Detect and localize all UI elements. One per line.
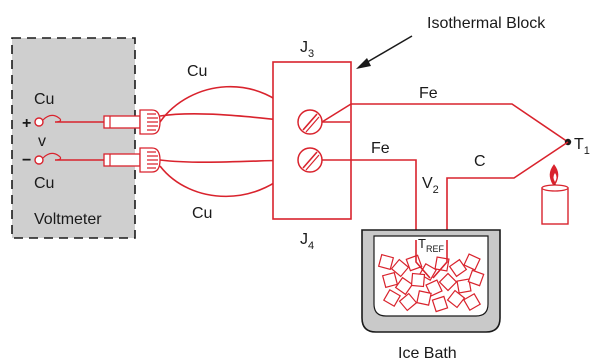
ice-cube-icon — [377, 253, 485, 313]
c-wire — [446, 141, 569, 240]
cu-terminal-top-label: Cu — [34, 91, 54, 108]
positive-terminal — [34, 117, 44, 127]
isothermal-block-label: Isothermal Block — [427, 15, 546, 32]
fe-top-label: Fe — [419, 85, 438, 102]
fe-wire-bottom — [322, 159, 417, 240]
negative-terminal — [34, 155, 44, 165]
fe-mid-label: Fe — [371, 140, 390, 157]
tref-label: TREF — [418, 236, 444, 254]
v2-label: V2 — [422, 175, 439, 196]
minus-sign: − — [22, 152, 31, 169]
cu-wire-bottom-label: Cu — [192, 205, 212, 222]
plus-sign: + — [22, 115, 31, 132]
ice-bath-label: Ice Bath — [398, 345, 457, 362]
voltmeter-box — [11, 37, 136, 239]
screw-terminal-icon — [297, 147, 323, 173]
t1-label: T1 — [574, 136, 590, 157]
c-label: C — [474, 153, 486, 170]
voltage-label: v — [38, 133, 46, 150]
fe-wire-top — [322, 103, 569, 143]
j3-label: J3 — [300, 39, 314, 60]
cu-terminal-bottom-label: Cu — [34, 175, 54, 192]
arrowhead-icon — [356, 58, 371, 69]
screw-terminal-icon — [297, 109, 323, 135]
candle-icon — [541, 164, 569, 225]
isothermal-block — [272, 61, 352, 220]
banana-plug-icon — [103, 147, 161, 173]
reference-junction-wires — [415, 240, 448, 279]
voltmeter-label: Voltmeter — [34, 211, 102, 228]
fe-wire-top-link — [321, 103, 352, 123]
isothermal-block-pointer — [363, 35, 413, 65]
cu-wire-top-label: Cu — [187, 63, 207, 80]
banana-plug-icon — [103, 109, 161, 135]
j4-label: J4 — [300, 231, 314, 252]
